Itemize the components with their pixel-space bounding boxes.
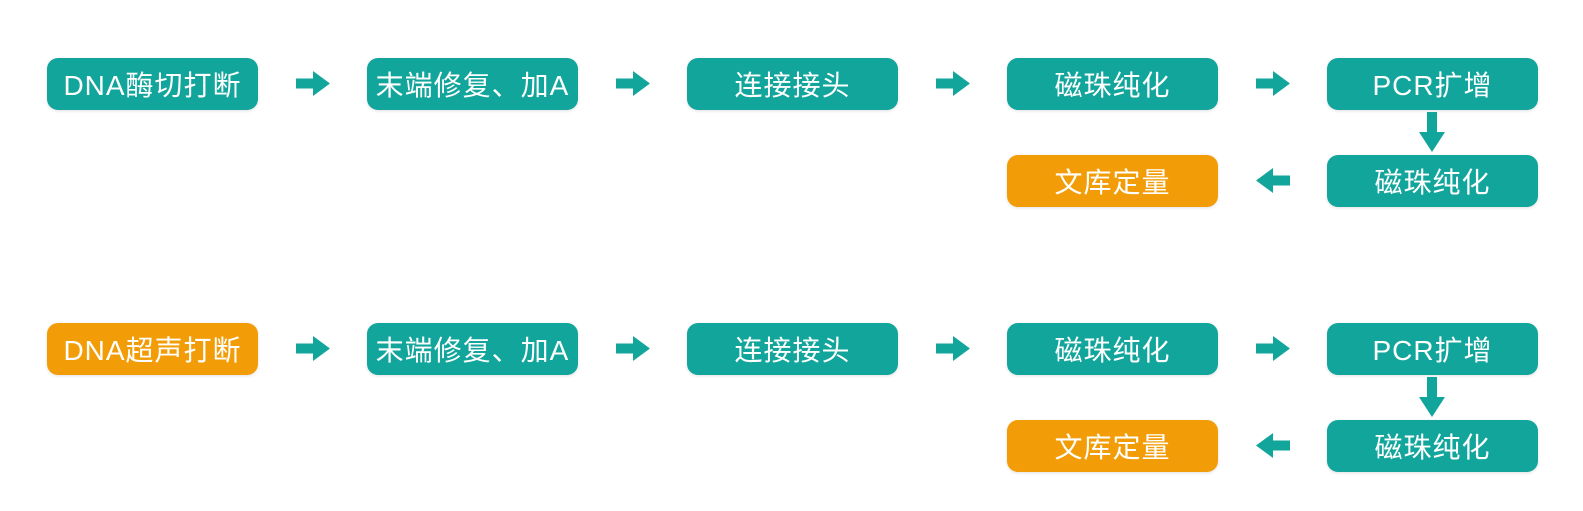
flow1-step-bead-purification-2: 磁珠纯化 bbox=[1327, 155, 1538, 207]
arrow-right-icon bbox=[296, 71, 330, 96]
arrow-right-icon bbox=[936, 336, 970, 361]
flow1-step-end-repair-a-tailing: 末端修复、加A bbox=[367, 58, 578, 110]
flow2-step-adapter-ligation: 连接接头 bbox=[687, 323, 898, 375]
arrow-right-icon bbox=[1256, 336, 1290, 361]
arrow-right-icon bbox=[936, 71, 970, 96]
arrow-right-icon bbox=[296, 336, 330, 361]
arrow-down-icon bbox=[1419, 377, 1445, 417]
arrow-right-icon bbox=[1256, 71, 1290, 96]
flow2-step-pcr-amplification: PCR扩增 bbox=[1327, 323, 1538, 375]
arrow-down-icon bbox=[1419, 112, 1445, 152]
flow1-step-bead-purification-1: 磁珠纯化 bbox=[1007, 58, 1218, 110]
flow1-step-adapter-ligation: 连接接头 bbox=[687, 58, 898, 110]
flow2-step-bead-purification-2: 磁珠纯化 bbox=[1327, 420, 1538, 472]
arrow-right-icon bbox=[616, 71, 650, 96]
flow2-step-end-repair-a-tailing: 末端修复、加A bbox=[367, 323, 578, 375]
arrow-left-icon bbox=[1256, 433, 1290, 458]
flow2-step-ultrasonic-fragmentation: DNA超声打断 bbox=[47, 323, 258, 375]
arrow-left-icon bbox=[1256, 168, 1290, 193]
flow1-step-enzymatic-fragmentation: DNA酶切打断 bbox=[47, 58, 258, 110]
flow2-step-bead-purification-1: 磁珠纯化 bbox=[1007, 323, 1218, 375]
flow2-step-library-quantification: 文库定量 bbox=[1007, 420, 1218, 472]
arrow-right-icon bbox=[616, 336, 650, 361]
flow1-step-library-quantification: 文库定量 bbox=[1007, 155, 1218, 207]
flow1-step-pcr-amplification: PCR扩增 bbox=[1327, 58, 1538, 110]
